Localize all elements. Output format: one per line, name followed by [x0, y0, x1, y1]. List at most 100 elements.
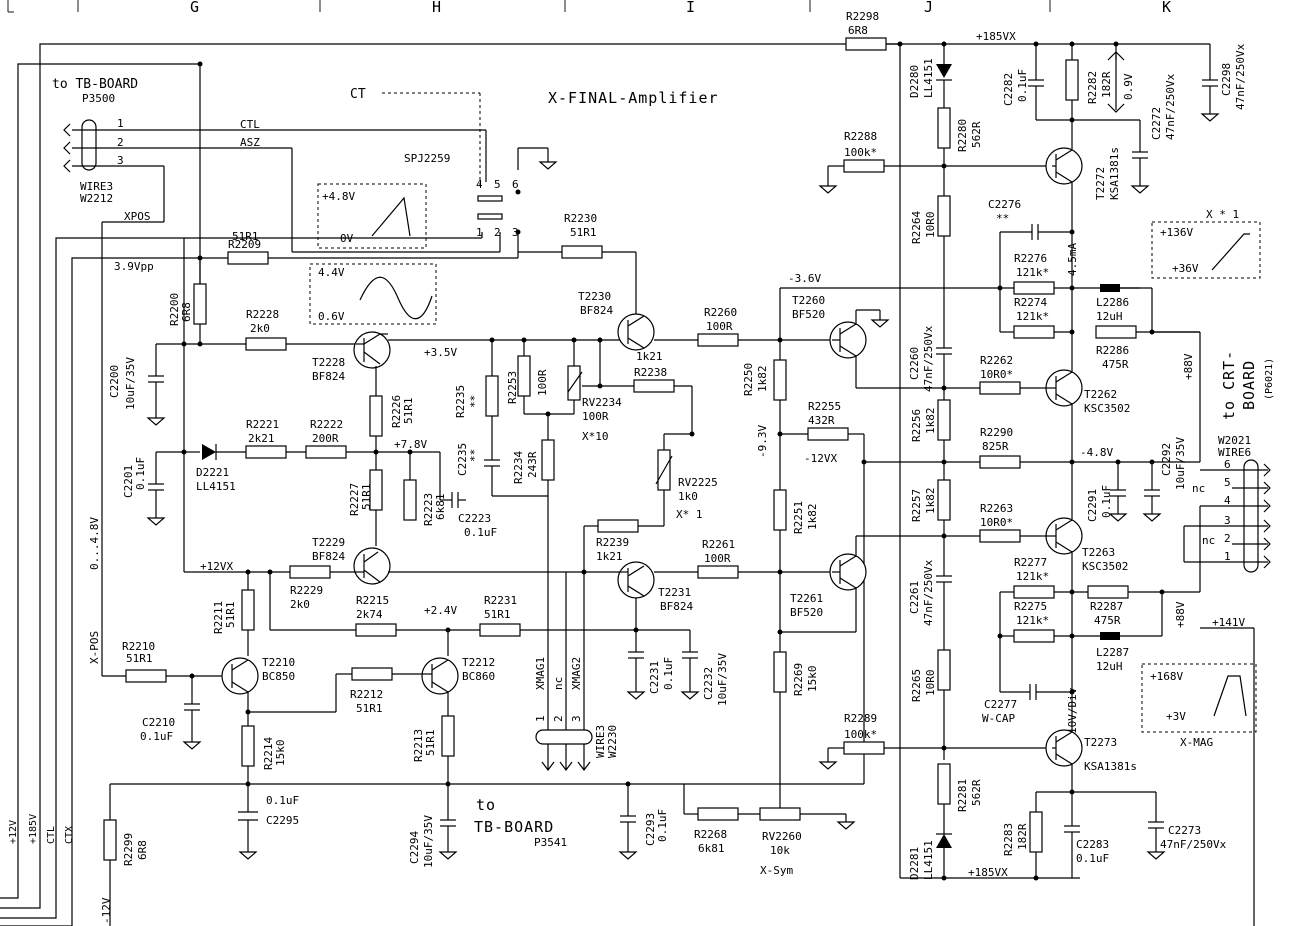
- svg-text:1: 1: [476, 226, 483, 239]
- tb-board-connector: to TB-BOARD P3500 1 2 3 WIRE3 W2212 CTL …: [52, 77, 487, 676]
- resistor-r2209: [227, 251, 269, 265]
- svg-text:6k81: 6k81: [434, 494, 447, 521]
- svg-text:P3500: P3500: [82, 92, 115, 105]
- svg-text:R2238: R2238: [634, 366, 667, 379]
- resistor-r2211: [241, 589, 255, 631]
- svg-text:+88V: +88V: [1182, 353, 1195, 380]
- svg-text:10R0: 10R0: [924, 212, 937, 239]
- svg-text:R2223: R2223: [422, 493, 435, 526]
- svg-text:R2263: R2263: [980, 502, 1013, 515]
- svg-text:5: 5: [1224, 476, 1231, 489]
- svg-text:51R1: 51R1: [356, 702, 383, 715]
- svg-text:R2290: R2290: [980, 426, 1013, 439]
- resistor-r2200: [193, 283, 207, 325]
- svg-text:W-CAP: W-CAP: [982, 712, 1015, 725]
- svg-text:X*10: X*10: [582, 430, 609, 443]
- svg-text:XMAG1: XMAG1: [534, 657, 547, 690]
- svg-text:R2214: R2214: [262, 737, 275, 770]
- svg-text:R2200: R2200: [168, 293, 181, 326]
- svg-text:51R1: 51R1: [224, 602, 237, 629]
- svg-text:0.1uF: 0.1uF: [662, 657, 675, 690]
- svg-text:WIRE3: WIRE3: [80, 180, 113, 193]
- svg-text:47nF/250Vx: 47nF/250Vx: [1160, 838, 1227, 851]
- resistor-r2298: [845, 37, 887, 51]
- svg-text:+7.8V: +7.8V: [394, 438, 427, 451]
- svg-text:1k21: 1k21: [636, 350, 663, 363]
- svg-text:475R: 475R: [1102, 358, 1129, 371]
- diagram-title: X-FINAL-Amplifier: [548, 89, 719, 107]
- svg-text:R2288: R2288: [844, 130, 877, 143]
- resistor-r2229: [289, 565, 331, 579]
- svg-text:C2210: C2210: [142, 716, 175, 729]
- svg-text:C2232: C2232: [702, 667, 715, 700]
- resistor-r2283: [1029, 811, 1043, 853]
- svg-text:1: 1: [117, 117, 124, 130]
- svg-text:2: 2: [117, 136, 124, 149]
- resistor-r2282: [1065, 59, 1079, 101]
- svg-text:15k0: 15k0: [274, 740, 287, 767]
- resistor-r2222: [305, 445, 347, 459]
- svg-text:C2295: C2295: [266, 814, 299, 827]
- svg-text:+185VX: +185VX: [976, 30, 1016, 43]
- resistor-r2275: [1013, 629, 1055, 643]
- svg-text:12uH: 12uH: [1096, 660, 1123, 673]
- svg-text:BF824: BF824: [580, 304, 613, 317]
- svg-text:nc: nc: [552, 677, 565, 690]
- svg-text:CTL: CTL: [240, 118, 260, 131]
- svg-text:2: 2: [1224, 532, 1231, 545]
- svg-text:47nF/250Vx: 47nF/250Vx: [922, 559, 935, 626]
- svg-text:51R1: 51R1: [402, 398, 415, 425]
- svg-text:R2280: R2280: [956, 119, 969, 152]
- resistor-r2280: [937, 107, 951, 149]
- svg-text:BF824: BF824: [312, 370, 345, 383]
- svg-text:200R: 200R: [312, 432, 339, 445]
- grid-letter-h: H: [432, 0, 442, 16]
- svg-text:R2262: R2262: [980, 354, 1013, 367]
- svg-text:LL4151: LL4151: [196, 480, 236, 493]
- transistor-t2260: T2260 BF520: [792, 294, 867, 359]
- potentiometer-rv2260: [759, 807, 801, 821]
- svg-text:51R1: 51R1: [484, 608, 511, 621]
- svg-text:100R: 100R: [704, 552, 731, 565]
- svg-text:0.1uF: 0.1uF: [1100, 485, 1113, 518]
- svg-text:**: **: [468, 449, 481, 462]
- svg-text:R2286: R2286: [1096, 344, 1129, 357]
- svg-text:R2277: R2277: [1014, 556, 1047, 569]
- svg-text:R2255: R2255: [808, 400, 841, 413]
- svg-text:100R: 100R: [706, 320, 733, 333]
- svg-text:+12V: +12V: [8, 820, 19, 844]
- svg-text:10uF/35V: 10uF/35V: [1174, 437, 1187, 490]
- resistor-r2223: [403, 479, 417, 521]
- svg-text:12uH: 12uH: [1096, 310, 1123, 323]
- svg-text:C2282: C2282: [1002, 73, 1015, 106]
- svg-text:BF824: BF824: [660, 600, 693, 613]
- svg-text:C2283: C2283: [1076, 838, 1109, 851]
- svg-text:+4.8V: +4.8V: [322, 190, 355, 203]
- svg-text:R2222: R2222: [310, 418, 343, 431]
- svg-text:RV2260: RV2260: [762, 830, 802, 843]
- switch-sw2210: SPJ2259 4 5 6 1 2 3: [184, 147, 558, 258]
- resistor-r2277: [1013, 585, 1055, 599]
- svg-text:0.1uF: 0.1uF: [134, 457, 147, 490]
- svg-text:R2211: R2211: [212, 601, 225, 634]
- transistor-t2228: T2228 BF824: [312, 331, 391, 383]
- transistor-t2229: T2229 BF824: [312, 536, 391, 585]
- grid-letter-k: K: [1162, 0, 1172, 16]
- svg-text:R2268: R2268: [694, 828, 727, 841]
- svg-text:R2213: R2213: [412, 729, 425, 762]
- svg-text:C2260: C2260: [908, 347, 921, 380]
- svg-text:BC860: BC860: [462, 670, 495, 683]
- left-rails: +12V +185V CTL CTX 3.9Vpp 0...4.8V X-POS: [0, 43, 900, 926]
- resistor-r2215: [355, 623, 397, 637]
- svg-text:2: 2: [552, 715, 565, 722]
- resistor-r2235: [485, 375, 499, 417]
- resistor-r2228: [245, 337, 287, 351]
- svg-text:X-MAG: X-MAG: [1180, 736, 1213, 749]
- resistor-r2261: [697, 565, 739, 579]
- svg-text:6: 6: [512, 178, 519, 191]
- svg-text:0.1uF: 0.1uF: [464, 526, 497, 539]
- waveform-box-3: X * 1 +136V +36V: [1151, 208, 1261, 279]
- svg-text:TB-BOARD: TB-BOARD: [474, 818, 554, 836]
- svg-text:+3V: +3V: [1166, 710, 1186, 723]
